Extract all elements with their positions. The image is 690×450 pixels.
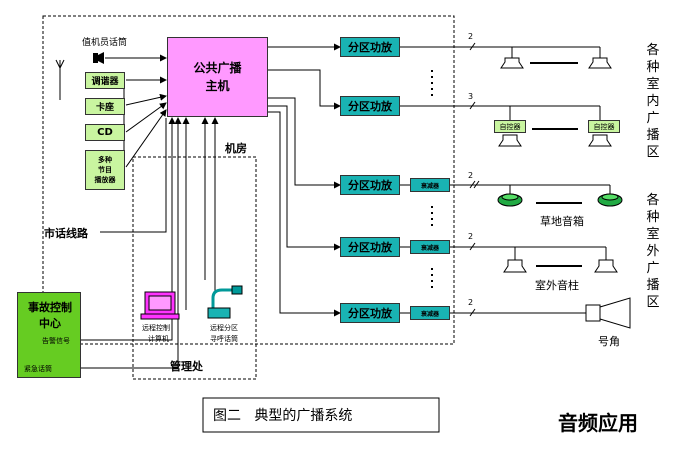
line-count-2: 3 xyxy=(468,92,474,101)
self-controller-1: 自控器 xyxy=(494,120,526,133)
multi-player-line-2: 节目 xyxy=(98,166,112,174)
attenuator-1: 衰减器 xyxy=(410,178,450,192)
source-multi-player: 多种 节目 播放器 xyxy=(85,150,125,190)
remote-pc-label-1: 远程控制 xyxy=(142,324,170,332)
machine-room-border xyxy=(42,15,455,345)
emergency-center-box: 事故控制 中心 告警信号 紧急话筒 xyxy=(17,292,81,378)
main-host-label-2: 主机 xyxy=(205,79,230,93)
zone-amp-1: 分区功放 xyxy=(340,37,400,57)
management-border xyxy=(132,156,257,380)
figure-caption: 图二 典型的广播系统 xyxy=(213,408,353,424)
indoor-zone-label: 各种室内广播区 xyxy=(646,43,660,160)
emergency-signal: 告警信号 xyxy=(42,337,70,345)
horn-label: 号角 xyxy=(598,335,620,348)
outdoor-zone-label: 各种室外广播区 xyxy=(646,193,660,310)
zone-amp-2: 分区功放 xyxy=(340,96,400,116)
line-count-4: 2 xyxy=(468,232,474,241)
remote-mic-label-2: 寻呼话筒 xyxy=(210,335,238,343)
remote-pc-label-2: 计算机 xyxy=(148,335,169,343)
source-cd: CD xyxy=(85,124,125,141)
multi-player-line-3: 播放器 xyxy=(94,176,116,184)
emergency-title-1: 事故控制 xyxy=(28,301,72,314)
line-count-5: 2 xyxy=(468,298,474,307)
main-host-label-1: 公共广播 xyxy=(193,61,242,75)
multi-player-line-1: 多种 xyxy=(98,156,112,164)
zone-amp-5: 分区功放 xyxy=(340,303,400,323)
line-count-3: 2 xyxy=(468,171,474,180)
zone-amp-3: 分区功放 xyxy=(340,175,400,195)
main-host-box: 公共广播 主机 xyxy=(167,37,268,117)
line-count-1: 2 xyxy=(468,32,474,41)
source-cassette: 卡座 xyxy=(85,98,125,115)
phone-line-label: 市话线路 xyxy=(44,227,88,240)
source-tuner: 调谐器 xyxy=(85,72,125,89)
remote-mic-label-1: 远程分区 xyxy=(210,324,238,332)
attenuator-2: 衰减器 xyxy=(410,240,450,254)
machine-room-label: 机房 xyxy=(225,142,247,155)
audio-app-watermark: 音频应用 xyxy=(558,411,638,435)
outdoor-column-label: 室外音柱 xyxy=(535,279,579,292)
zone-amp-4: 分区功放 xyxy=(340,237,400,257)
management-label: 管理处 xyxy=(170,360,203,373)
duty-mic-label: 值机员话筒 xyxy=(82,38,128,48)
lawn-speaker-label: 草地音箱 xyxy=(540,215,584,228)
attenuator-3: 衰减器 xyxy=(410,306,450,320)
emergency-title-2: 中心 xyxy=(39,317,61,330)
emergency-mic: 紧急话筒 xyxy=(24,365,52,373)
self-controller-2: 自控器 xyxy=(588,120,620,133)
caption-border xyxy=(202,397,440,433)
